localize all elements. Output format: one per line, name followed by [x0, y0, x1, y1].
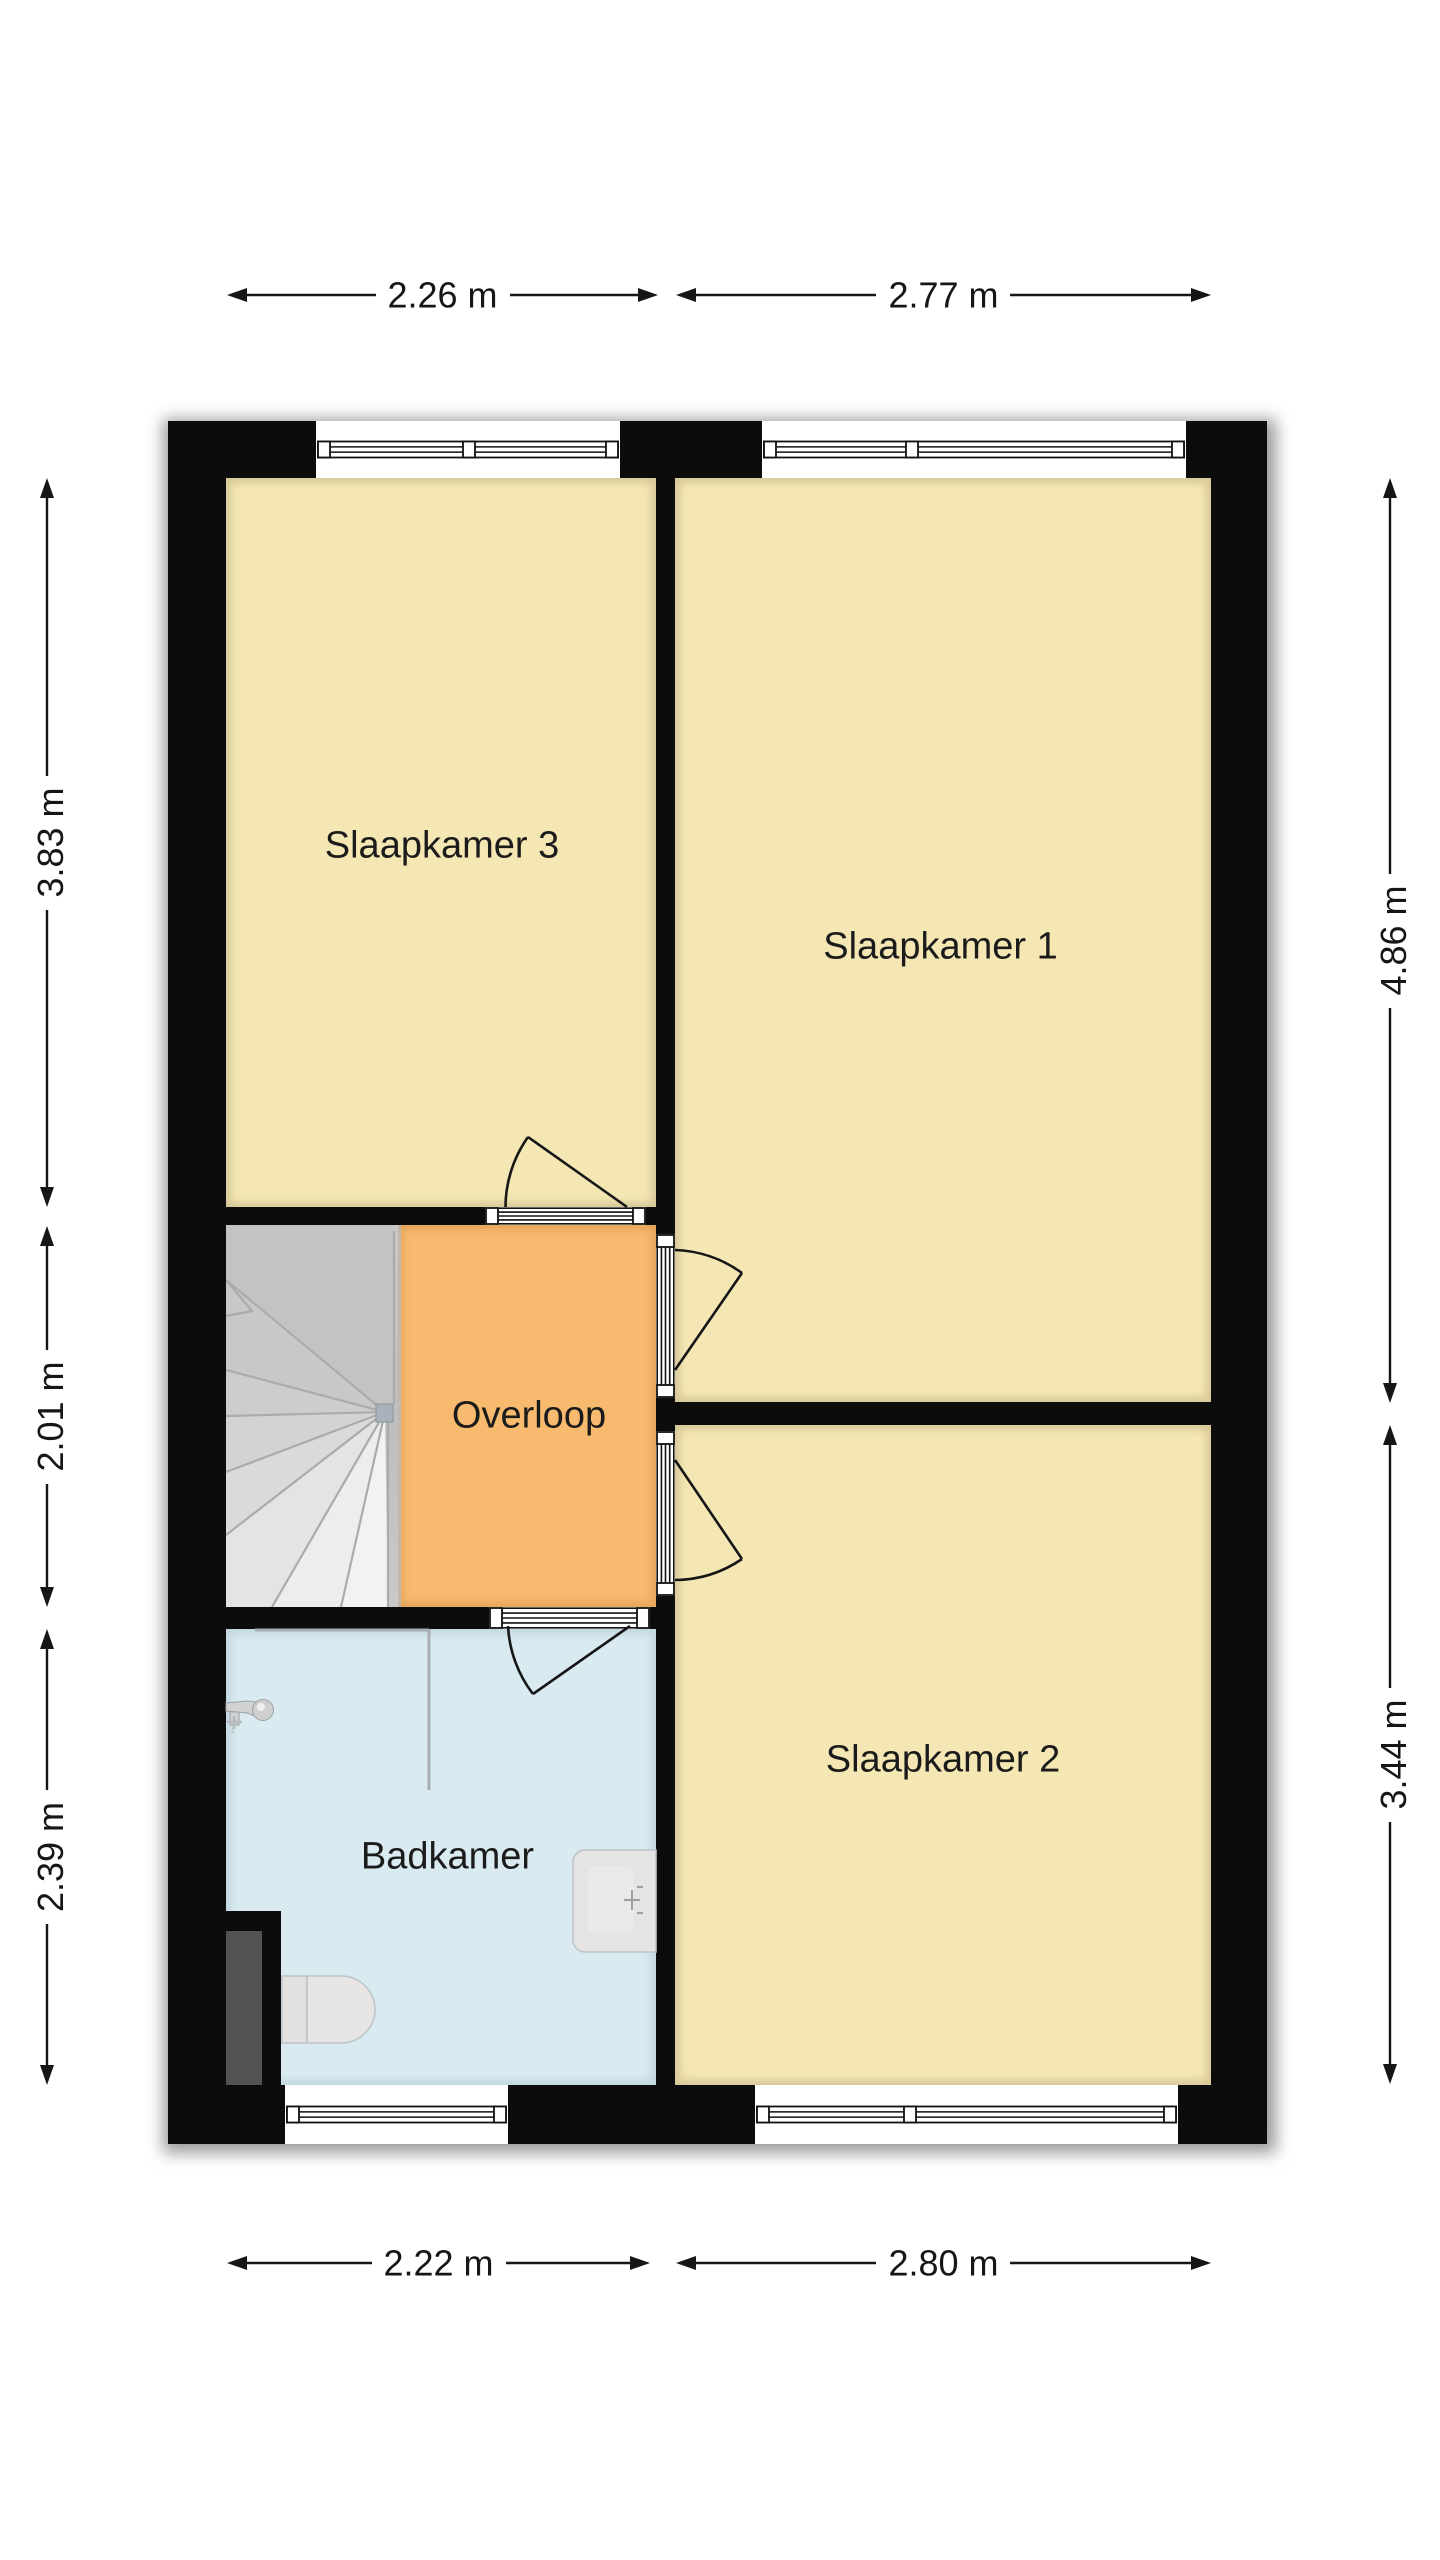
- svg-text:Slaapkamer 1: Slaapkamer 1: [823, 925, 1057, 967]
- svg-text:3.44 m: 3.44 m: [1373, 1699, 1414, 1809]
- svg-text:2.22 m: 2.22 m: [383, 2243, 493, 2284]
- svg-text:4.86 m: 4.86 m: [1373, 885, 1414, 995]
- svg-text:3.83 m: 3.83 m: [30, 787, 71, 897]
- svg-text:2.77 m: 2.77 m: [888, 275, 998, 316]
- svg-text:2.39 m: 2.39 m: [30, 1802, 71, 1912]
- svg-text:Overloop: Overloop: [452, 1394, 606, 1436]
- svg-text:Badkamer: Badkamer: [361, 1835, 535, 1877]
- svg-text:Slaapkamer 2: Slaapkamer 2: [826, 1738, 1060, 1780]
- svg-text:2.26 m: 2.26 m: [387, 275, 497, 316]
- svg-text:2.80 m: 2.80 m: [888, 2243, 998, 2284]
- svg-text:2.01 m: 2.01 m: [30, 1361, 71, 1471]
- svg-text:Slaapkamer 3: Slaapkamer 3: [325, 824, 559, 866]
